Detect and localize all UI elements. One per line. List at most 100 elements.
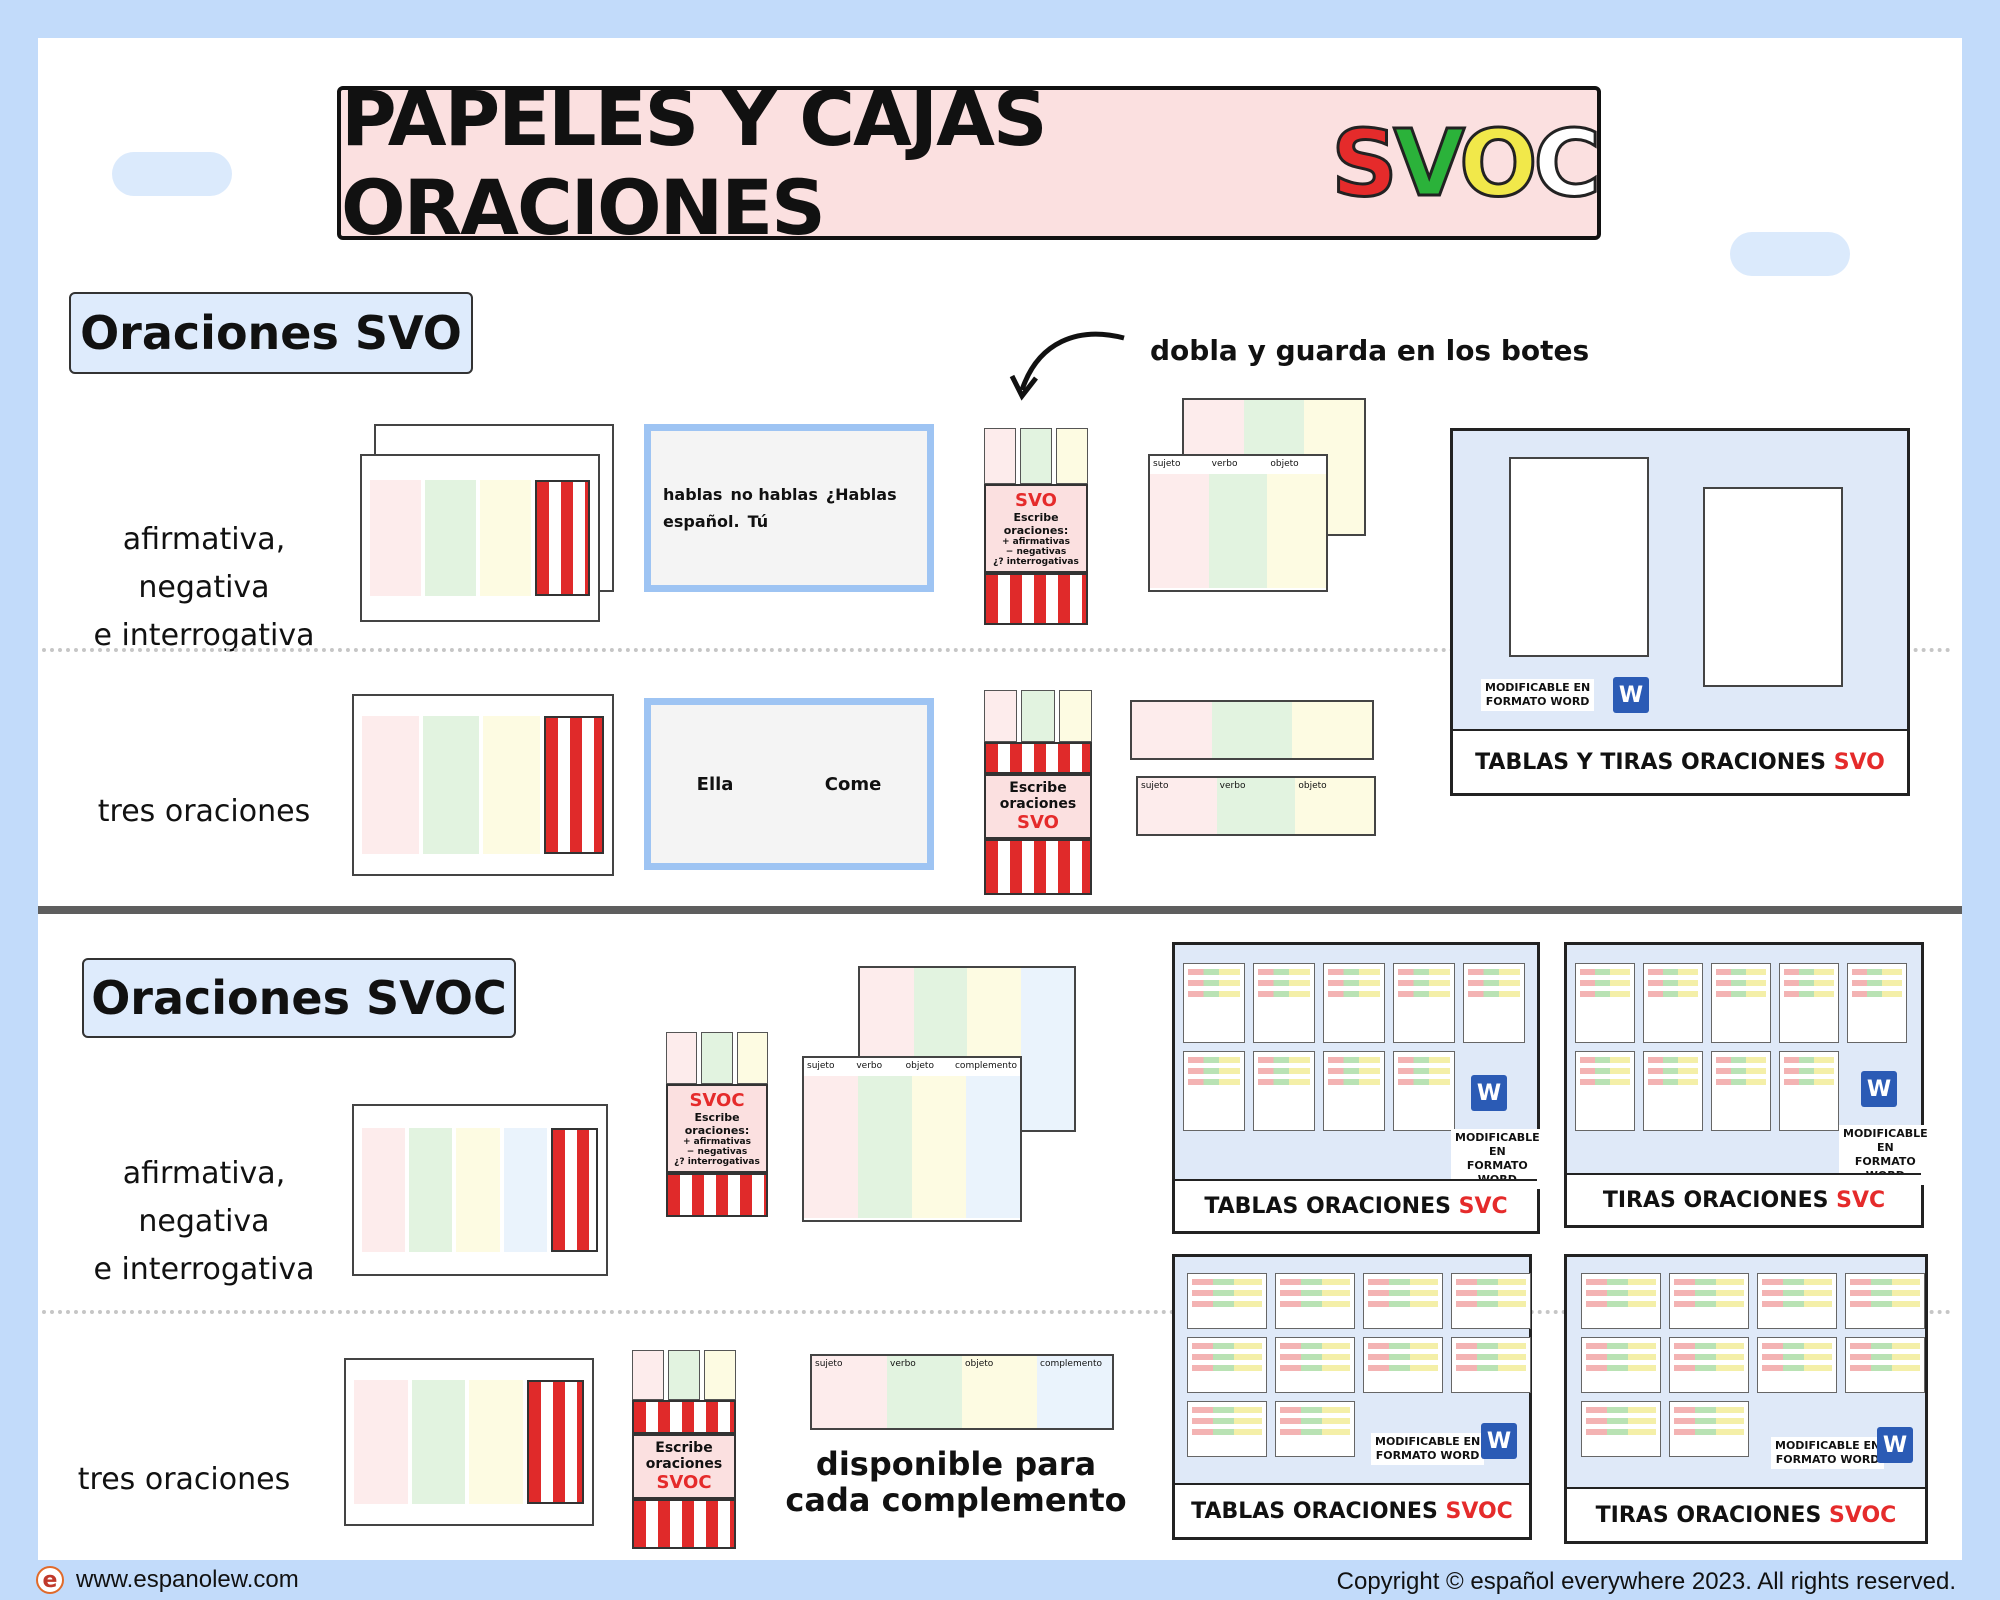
page-title: PAPELES Y CAJAS ORACIONES — [341, 74, 1048, 252]
svo-row1-label-line1: afirmativa, negativa — [122, 522, 286, 605]
svo-row1-label-line2: e interrogativa — [93, 618, 315, 653]
photo-word: español. — [663, 512, 740, 531]
cloud-decoration — [1730, 232, 1850, 276]
title-letter-v: V — [1392, 108, 1465, 218]
bucket-item: − negativas — [1005, 547, 1067, 557]
table-header-complement: complemento — [954, 1061, 1017, 1071]
promo-brand: SVO — [1833, 749, 1885, 775]
promo-word-note: MODIFICABLE EN FORMATO WORD — [1771, 1437, 1885, 1469]
word-icon: W — [1861, 1071, 1897, 1107]
available-line2: cada complemento — [785, 1481, 1127, 1519]
bucket-item: + afirmativas — [683, 1137, 751, 1147]
svoc-strip-labeled: sujeto verbo objeto complemento — [810, 1354, 1114, 1430]
svoc-table-front: sujeto verbo objeto complemento — [802, 1056, 1022, 1222]
svo-row2-label: tres oraciones — [97, 794, 311, 829]
worksheet-object-panel — [480, 480, 531, 596]
bucket-item: + afirmativas — [1002, 537, 1070, 547]
footer-left: e www.espanolew.com — [36, 1566, 299, 1594]
svoc-available-note: disponible para cada complemento — [776, 1446, 1136, 1518]
photo-word: Tú — [747, 512, 769, 531]
svoc-row1-label: afirmativa, negativa e interrogativa — [64, 1150, 344, 1294]
worksheet-subject-panel — [370, 480, 421, 596]
bucket-brand: SVOC — [656, 1472, 712, 1493]
promo-title: TIRAS ORACIONES — [1595, 1502, 1822, 1528]
photo-word: ¿Hablas — [825, 485, 897, 504]
svoc-row2-label: tres oraciones — [77, 1462, 291, 1497]
mod-line2: FORMATO WORD — [1485, 695, 1590, 708]
table-header-subject: sujeto — [807, 1061, 835, 1071]
svo-row1-label: afirmativa, negativa e interrogativa — [64, 516, 344, 660]
table-header-verb: verbo — [1211, 459, 1238, 469]
photo-word: Come — [824, 773, 882, 795]
strip-complement: complemento — [1037, 1356, 1112, 1428]
promo-strip-page — [1703, 487, 1843, 687]
svoc-row1-label-line1: afirmativa, negativa — [122, 1156, 286, 1239]
bucket-text: Escribe oraciones: — [684, 1111, 750, 1137]
svo-bucket-label: SVO Escribe oraciones: + afirmativas − n… — [984, 484, 1088, 573]
svo-promo-footer: TABLAS Y TIRAS ORACIONES SVO — [1453, 729, 1907, 793]
strip-object: objeto — [962, 1356, 1037, 1428]
svoc-promo-tiras-svoc: MODIFICABLE EN FORMATO WORD W TIRAS ORAC… — [1564, 1254, 1928, 1544]
svo-bucket2-label: Escribe oraciones SVO — [984, 774, 1092, 839]
mod-line1: MODIFICABLE EN — [1455, 1131, 1540, 1158]
worksheet-bucket-panel — [535, 480, 590, 596]
svo-strip-labeled: sujeto verbo objeto — [1136, 776, 1376, 836]
espanolew-logo-icon: e — [36, 1566, 64, 1594]
promo-word-note: MODIFICABLE EN FORMATO WORD — [1481, 679, 1595, 711]
svo-popcorn-box: SVO Escribe oraciones: + afirmativas − n… — [984, 428, 1088, 646]
strip-subject: sujeto — [812, 1356, 887, 1428]
bucket-brand: SVO — [1015, 490, 1057, 511]
svo-strip-blank — [1130, 700, 1374, 760]
svoc-row1-label-line2: e interrogativa — [93, 1252, 315, 1287]
promo-title: TIRAS ORACIONES — [1602, 1187, 1829, 1213]
svo-section-label: Oraciones SVO — [69, 292, 473, 374]
promo-title: TABLAS ORACIONES — [1191, 1498, 1438, 1524]
bucket-item: ¿? interrogativas — [674, 1157, 760, 1167]
promo-footer: TIRAS ORACIONES SVC — [1567, 1173, 1921, 1225]
bucket-text: Escribe oraciones — [645, 1440, 723, 1472]
bucket-text: Escribe oraciones — [999, 780, 1077, 812]
svo-worksheet-front — [360, 454, 600, 622]
svo-row-divider — [42, 648, 1952, 652]
svo-worksheet-row2 — [352, 694, 614, 876]
bucket-item: ¿? interrogativas — [993, 557, 1079, 567]
title-letter-c: C — [1532, 108, 1602, 218]
svo-annotation: dobla y guarda en los botes — [1150, 334, 1590, 367]
title-letter-o: O — [1458, 108, 1539, 218]
promo-footer: TIRAS ORACIONES SVOC — [1567, 1487, 1925, 1541]
svoc-promo-tiras-svc: W MODIFICABLE EN FORMATO WORD TIRAS ORAC… — [1564, 942, 1932, 1228]
svoc-promo-tablas-svc: W MODIFICABLE EN FORMATO WORD TABLAS ORA… — [1172, 942, 1544, 1234]
promo-brand: SVC — [1458, 1193, 1508, 1219]
svoc-worksheet-row2 — [344, 1358, 594, 1526]
svoc-row-divider — [42, 1310, 1952, 1314]
bucket-brand: SVO — [1017, 812, 1059, 833]
word-icon: W — [1877, 1427, 1913, 1463]
svo-popcorn-box-row2: Escribe oraciones SVO — [984, 690, 1092, 904]
svoc-worksheet — [352, 1104, 608, 1276]
photo-word: no hablas — [730, 485, 818, 504]
promo-footer: TABLAS ORACIONES SVC — [1175, 1179, 1537, 1231]
section-divider — [38, 906, 1962, 914]
strip-verb: verbo — [887, 1356, 962, 1428]
promo-brand: SVOC — [1445, 1498, 1513, 1524]
bucket-text: Escribe oraciones: — [1003, 511, 1069, 537]
footer-website-link[interactable]: www.espanolew.com — [76, 1566, 299, 1593]
photo-word: hablas — [663, 485, 723, 504]
title-brand: SVOC — [1330, 108, 1603, 218]
available-line1: disponible para — [815, 1445, 1097, 1483]
table-header-verb: verbo — [856, 1061, 883, 1071]
bucket-brand: SVOC — [689, 1090, 745, 1111]
svoc-section-label: Oraciones SVOC — [82, 958, 516, 1038]
svoc-promo-tablas-svoc: MODIFICABLE EN FORMATO WORD W TABLAS ORA… — [1172, 1254, 1532, 1540]
bucket-item: − negativas — [686, 1147, 748, 1157]
promo-title: TABLAS ORACIONES — [1204, 1193, 1451, 1219]
cloud-decoration — [112, 152, 232, 196]
worksheet-verb-panel — [425, 480, 476, 596]
photo-word: Ella — [696, 773, 734, 795]
strip-object: objeto — [1295, 778, 1375, 834]
page-title-box: PAPELES Y CAJAS ORACIONES SVOC — [337, 74, 1603, 252]
promo-brand: SVC — [1836, 1187, 1886, 1213]
svoc-bucket2-label: Escribe oraciones SVOC — [632, 1434, 736, 1499]
svoc-popcorn-box: SVOC Escribe oraciones: + afirmativas − … — [666, 1032, 768, 1238]
title-letter-s: S — [1330, 108, 1399, 218]
